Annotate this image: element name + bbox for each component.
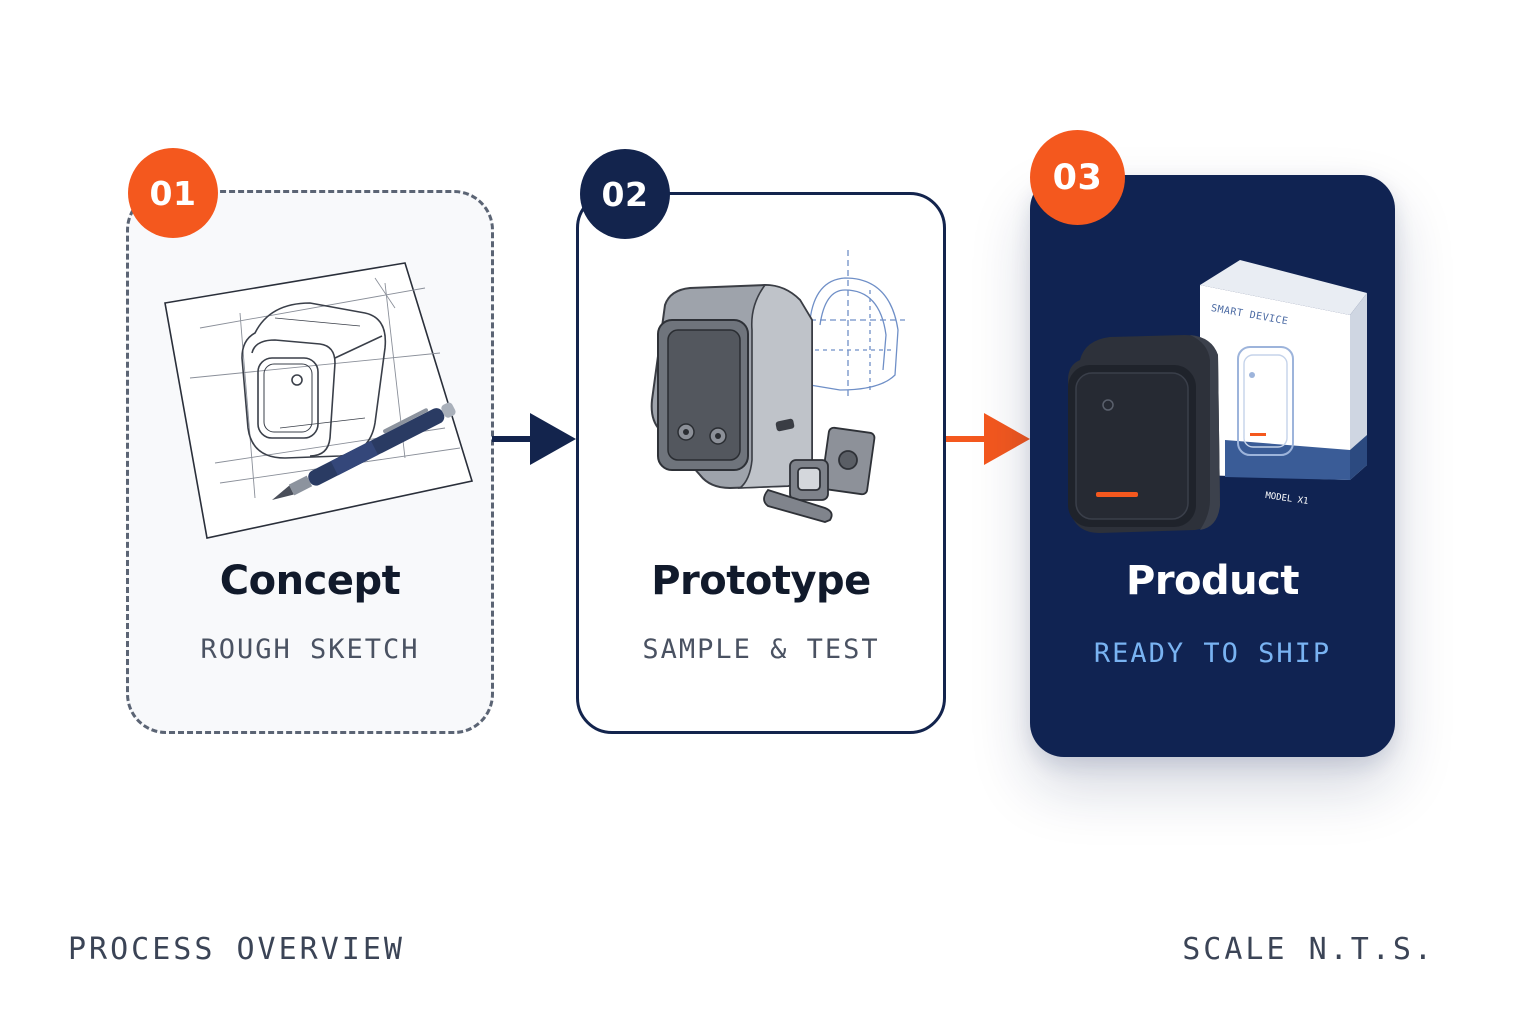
step-title: Prototype	[651, 558, 871, 604]
step-number-badge: 01	[128, 148, 218, 238]
step-subtitle: ROUGH SKETCH	[200, 634, 420, 665]
arrow-right-icon	[492, 413, 576, 465]
step-number-badge: 03	[1030, 130, 1125, 225]
scale-note: SCALE N.T.S.	[1182, 932, 1435, 967]
product-illustration	[1068, 260, 1367, 533]
step-subtitle: SAMPLE & TEST	[642, 634, 880, 665]
arrow-right-icon	[946, 413, 1030, 465]
prototype-illustration	[650, 250, 905, 523]
step-subtitle: READY TO SHIP	[1093, 638, 1332, 669]
sketch-illustration	[164, 262, 474, 539]
step-title: Product	[1126, 558, 1299, 604]
step-title: Concept	[219, 558, 401, 604]
step-number-badge: 02	[580, 149, 670, 239]
footer-label: PROCESS OVERVIEW	[68, 932, 405, 967]
